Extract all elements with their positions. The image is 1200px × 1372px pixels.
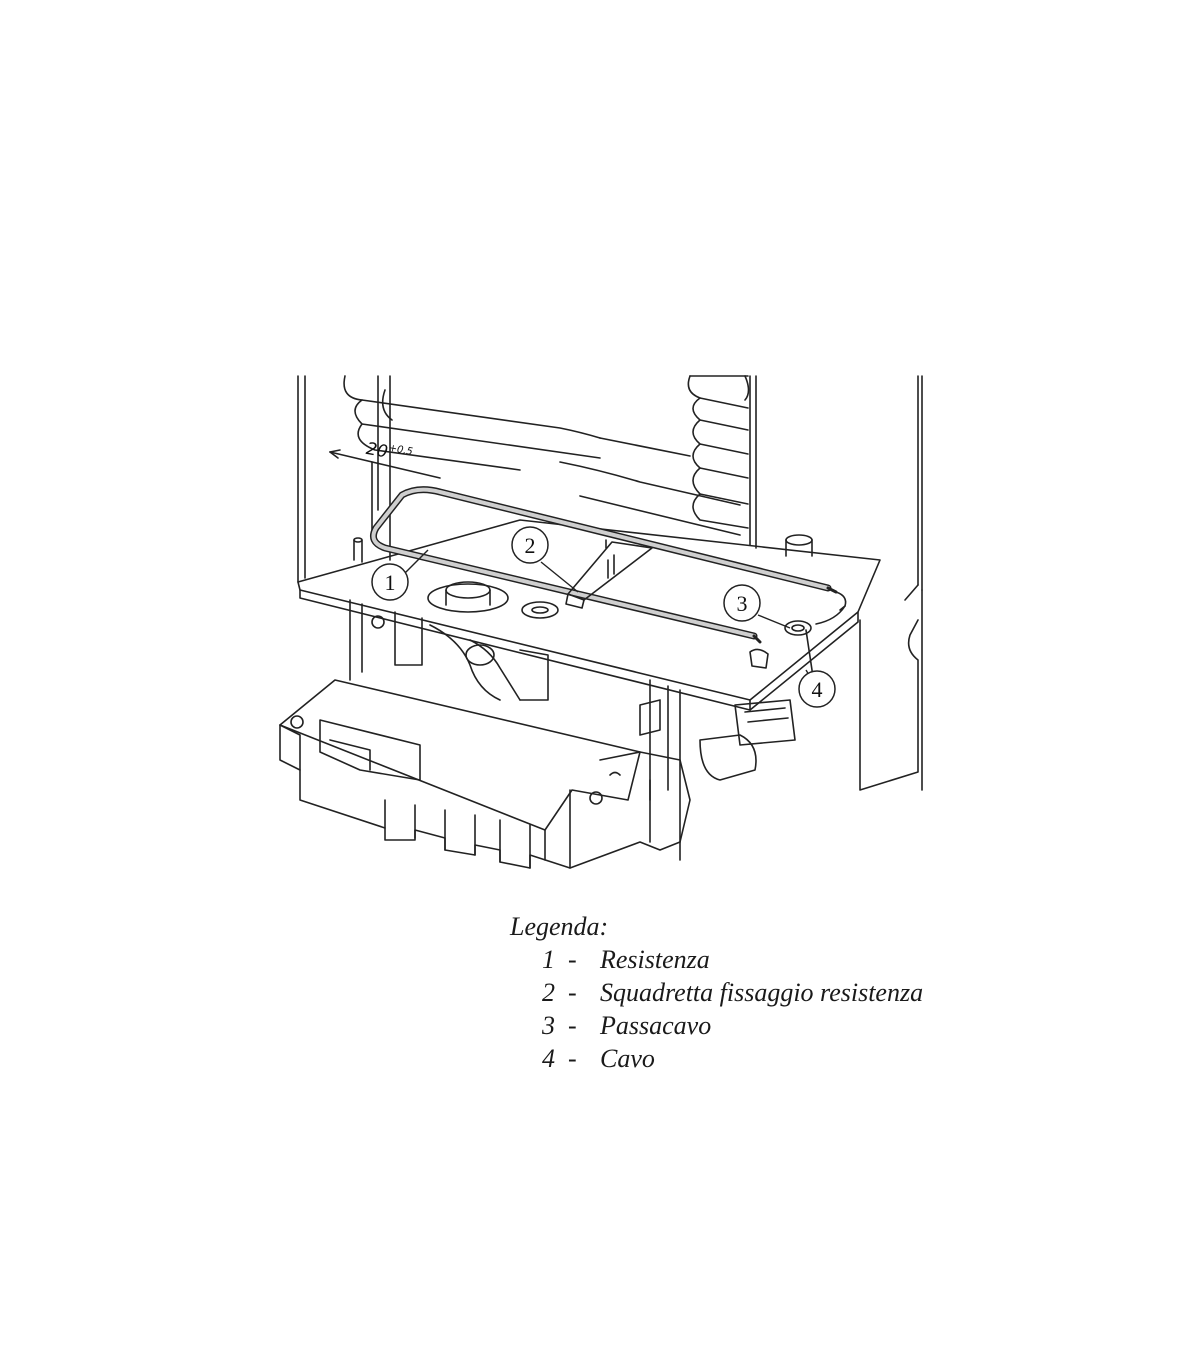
callout-1-label: 1 xyxy=(385,570,396,595)
boiler-side-walls xyxy=(297,375,923,791)
legend-separator: - xyxy=(568,945,577,974)
legend-item: 3 - Passacavo xyxy=(542,1009,923,1042)
heating-resistance xyxy=(370,486,847,644)
leader-line-3 xyxy=(757,614,791,629)
callout-1: 1 xyxy=(371,563,409,601)
legend-item-number: 1 xyxy=(542,945,555,974)
fixing-bracket xyxy=(565,539,653,609)
legend-item-number: 2 xyxy=(542,978,555,1007)
legend-item-number: 4 xyxy=(542,1044,555,1073)
dimension-line xyxy=(329,449,441,541)
callout-4-label: 4 xyxy=(812,677,823,702)
legend-separator: - xyxy=(568,1011,577,1040)
legend-item-label: Resistenza xyxy=(600,945,710,974)
legend-item-label: Squadretta fissaggio resistenza xyxy=(600,978,924,1007)
base-tray xyxy=(297,519,881,711)
heat-exchanger-coils xyxy=(343,375,750,561)
control-box xyxy=(279,679,691,869)
under-tray-piping xyxy=(349,599,796,861)
legend-item: 4 - Cavo xyxy=(542,1042,923,1075)
legend-item-number: 3 xyxy=(542,1011,555,1040)
legend-item: 2 - Squadretta fissaggio resistenza xyxy=(542,976,923,1009)
callout-3-label: 3 xyxy=(737,591,748,616)
callout-4: 4 xyxy=(798,670,836,708)
dimension-label: 20 +0,5 xyxy=(364,439,414,462)
callout-2-label: 2 xyxy=(525,533,536,558)
callout-3: 3 xyxy=(723,584,761,622)
water-connection xyxy=(371,581,509,629)
stud-pins xyxy=(353,534,813,669)
leader-line-2 xyxy=(540,561,579,593)
legend: Legenda: 1 - Resistenza 2 - Squadretta f… xyxy=(510,910,923,1075)
legend-separator: - xyxy=(568,978,577,1007)
boiler-technical-drawing: 1 2 3 4 20 +0,5 xyxy=(279,375,923,869)
legend-separator: - xyxy=(568,1044,577,1073)
legend-item: 1 - Resistenza xyxy=(542,943,923,976)
legend-title: Legenda: xyxy=(510,912,609,941)
legend-item-label: Cavo xyxy=(600,1044,655,1073)
dimension-tolerance: +0,5 xyxy=(388,443,414,458)
callout-2: 2 xyxy=(511,526,549,564)
dimension-base: 20 xyxy=(364,439,389,462)
legend-item-label: Passacavo xyxy=(600,1011,712,1040)
leader-line-1 xyxy=(403,549,429,575)
